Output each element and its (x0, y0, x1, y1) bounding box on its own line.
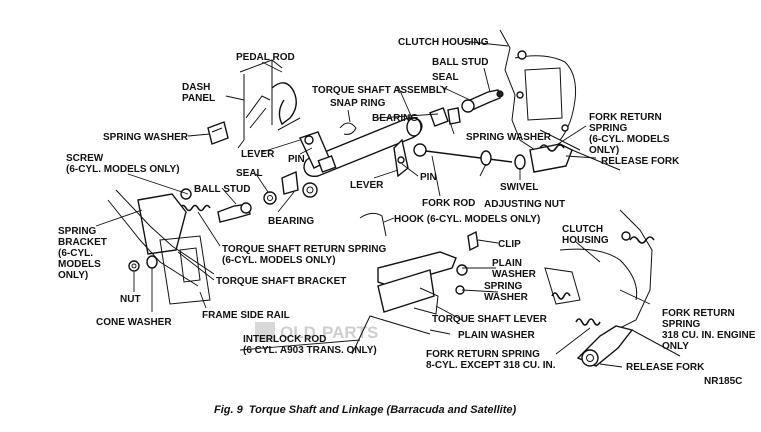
leader-lines (95, 40, 651, 368)
label-clutch-housing-top: CLUTCH HOUSING (398, 37, 489, 48)
release-fork-bottom-drawing (551, 292, 681, 367)
cone-washer-drawing (146, 255, 158, 269)
ball-stud-top-drawing (461, 89, 504, 113)
clutch-housing-right-drawing (544, 209, 655, 333)
label-pin-mid: PIN (420, 172, 437, 183)
label-seal-mid: SEAL (236, 168, 263, 179)
svg-text:PARTS: PARTS (322, 323, 378, 342)
label-hook: HOOK (6-CYL. MODELS ONLY) (394, 214, 540, 225)
label-plain-washer-lower: PLAIN WASHER (458, 330, 535, 341)
spring-bracket-drawing (107, 188, 215, 287)
label-ball-stud-top: BALL STUD (432, 57, 488, 68)
label-cone-washer: CONE WASHER (96, 317, 172, 328)
label-release-fork-bottom: RELEASE FORK (626, 362, 705, 373)
bearing-mid-drawing (281, 170, 318, 198)
label-release-fork-top: RELEASE FORK (601, 156, 680, 167)
bearing-upper-drawing (317, 107, 461, 173)
fork-rod-drawing (413, 143, 621, 173)
seal-mid-drawing (263, 191, 277, 205)
label-frame-side-rail: FRAME SIDE RAIL (202, 310, 290, 321)
torque-shaft-upper (299, 116, 423, 178)
return-spring-drawing (179, 204, 387, 237)
label-seal-top: SEAL (432, 72, 459, 83)
dash-panel-drawing (237, 59, 283, 149)
label-lever-mid: LEVER (350, 180, 384, 191)
label-torque-shaft-assembly: TORQUE SHAFT ASSEMBLY (312, 85, 448, 96)
label-spring-washer-top: SPRING WASHER (466, 132, 552, 143)
label-clip: CLIP (498, 239, 521, 250)
label-pedal-rod: PEDAL ROD (236, 52, 295, 63)
label-spring-washer-left: SPRING WASHER (103, 132, 189, 143)
label-fork-rod: FORK ROD (422, 198, 475, 209)
spring-washer-left-drawing (207, 121, 229, 145)
label-bearing-mid: BEARING (268, 216, 314, 227)
label-snap-ring: SNAP RING (330, 98, 386, 109)
label-lever-upper: LEVER (241, 149, 275, 160)
torque-shaft-lower (351, 230, 479, 355)
label-figure-code: NR185C (704, 376, 742, 387)
clutch-housing-top-drawing (499, 29, 581, 151)
figure-caption: Fig. 9 Torque Shaft and Linkage (Barracu… (214, 404, 516, 416)
label-torque-shaft-bracket: TORQUE SHAFT BRACKET (216, 276, 346, 287)
label-screw: SCREW(6-CYL. MODELS ONLY) (66, 153, 180, 175)
labels-group: CLUTCH HOUSING PEDAL ROD BALL STUD SEAL … (58, 37, 756, 387)
ball-stud-mid-drawing (217, 202, 252, 223)
nut-drawing (128, 260, 140, 272)
label-torque-shaft-return-spring: TORQUE SHAFT RETURN SPRING(6-CYL. MODELS… (222, 244, 386, 266)
svg-text:OLD: OLD (280, 323, 316, 342)
label-nut: NUT (120, 294, 141, 305)
label-torque-shaft-lever: TORQUE SHAFT LEVER (432, 314, 548, 325)
label-pin-upper: PIN (288, 154, 305, 165)
label-adjusting-nut: ADJUSTING NUT (484, 199, 565, 210)
label-bearing-top: BEARING (372, 113, 418, 124)
label-interlock-rod: INTERLOCK ROD(6 CYL. A903 TRANS. ONLY) (243, 334, 377, 356)
frame-side-rail-drawing (159, 235, 211, 305)
pedal-rod-drawing (271, 82, 301, 131)
label-swivel: SWIVEL (500, 182, 538, 193)
label-ball-stud-mid: BALL STUD (194, 184, 250, 195)
